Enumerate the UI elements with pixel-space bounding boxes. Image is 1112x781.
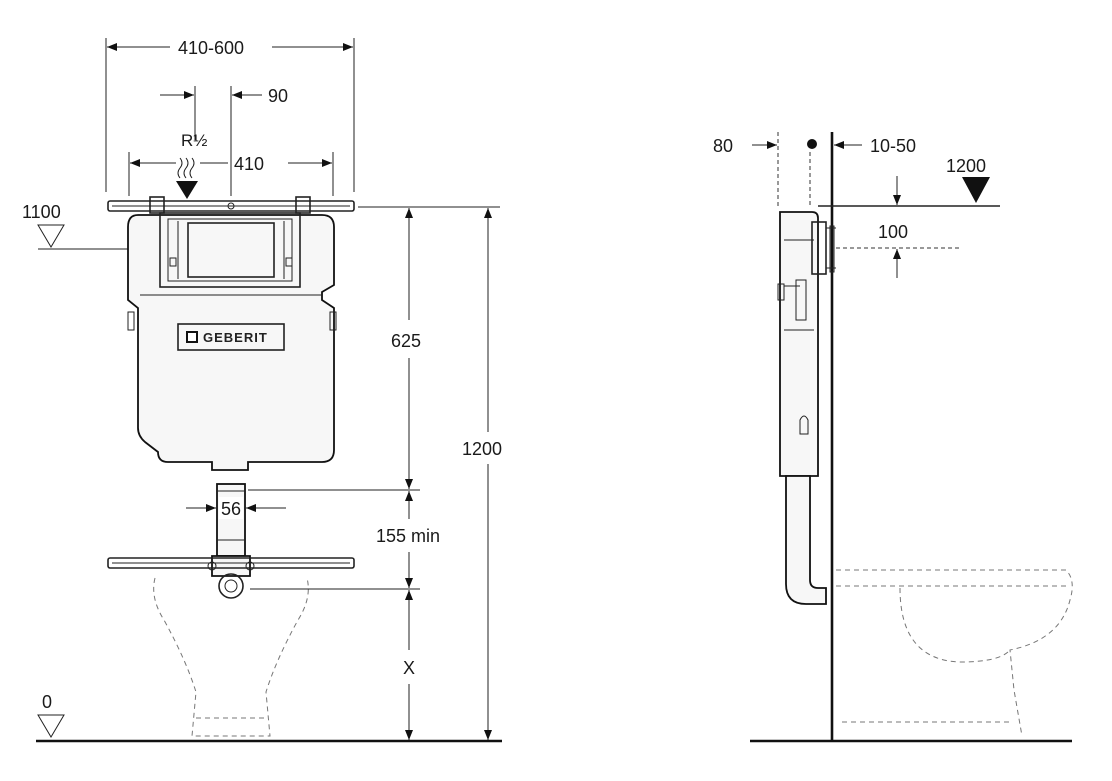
dimension-inner-width: 410 [128, 152, 334, 196]
height-625-label: 625 [391, 331, 421, 351]
bottom-bracket [107, 557, 355, 599]
vertical-dimensions: 625 155 min X 1200 [248, 206, 502, 740]
water-supply: R½ [176, 131, 207, 199]
side-view: 80 10-50 1200 100 [713, 132, 1073, 743]
width-range-label: 410-600 [178, 38, 244, 58]
side-level-1200-label: 1200 [946, 156, 986, 176]
depth-80-label: 80 [713, 136, 733, 156]
dimension-pipe-56: 56 [186, 497, 286, 519]
brand-logo-text: GEBERIT [203, 330, 268, 345]
supply-label: R½ [181, 131, 207, 150]
inner-width-label: 410 [234, 154, 264, 174]
side-level-1200: 1200 [818, 156, 1000, 207]
side-cistern [777, 211, 836, 605]
level-marker-0: 0 [37, 692, 65, 738]
front-view: 1100 0 410-600 90 R½ [22, 38, 502, 743]
level-1100-label: 1100 [22, 202, 61, 222]
flush-pipe [211, 483, 251, 577]
dimension-wall-gap: 10-50 [834, 136, 916, 156]
toilet-outline-side [836, 569, 1073, 737]
height-1200-label: 1200 [462, 439, 502, 459]
dimension-width-range: 410-600 [105, 38, 355, 192]
dimension-side-100: 100 [836, 222, 962, 278]
dimension-offset-90: 90 [160, 86, 288, 196]
min-155-label: 155 min [376, 526, 440, 546]
cistern: GEBERIT [127, 212, 337, 471]
offset-90-label: 90 [268, 86, 288, 106]
pipe-56-label: 56 [221, 499, 241, 519]
height-x-label: X [403, 658, 415, 678]
level-marker-1100: 1100 [22, 202, 128, 250]
wall-gap-label: 10-50 [870, 136, 916, 156]
side-100-label: 100 [878, 222, 908, 242]
toilet-outline-front [153, 577, 309, 737]
dimension-depth-80: 80 [713, 132, 817, 208]
level-0-label: 0 [42, 692, 52, 712]
top-bracket [107, 196, 355, 214]
